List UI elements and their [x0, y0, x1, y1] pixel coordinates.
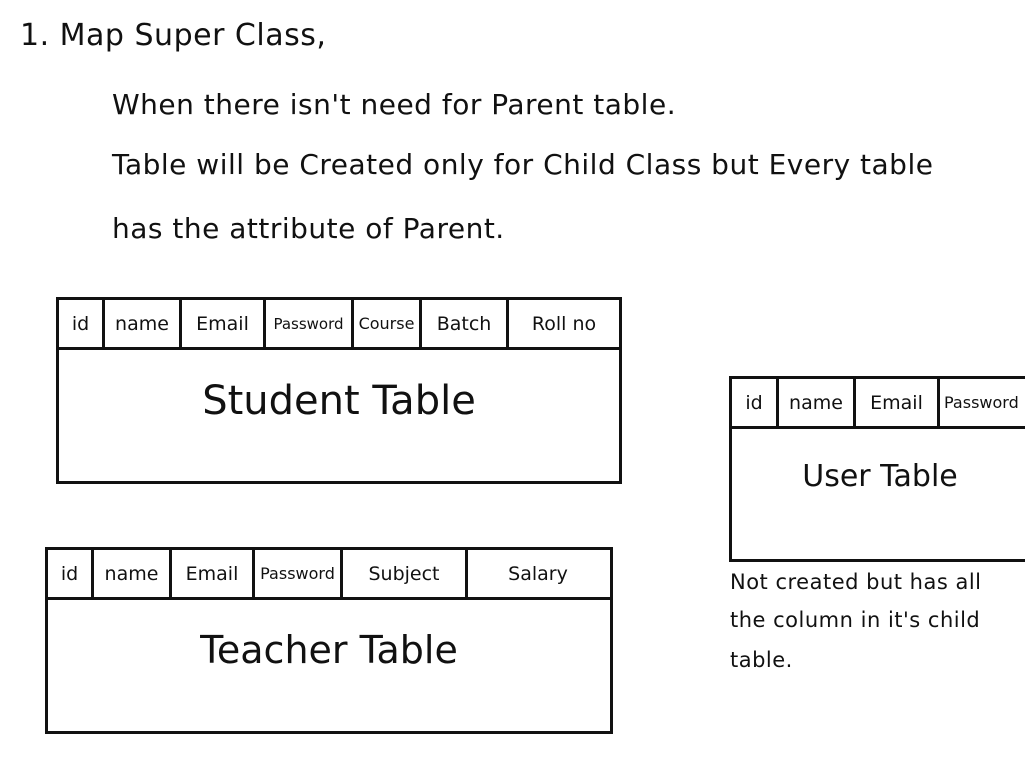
- user-column-password: Password: [944, 393, 1019, 412]
- user-table-note-line-1: Not created but has all: [730, 570, 982, 594]
- description-line-2: Table will be Created only for Child Cla…: [112, 148, 934, 181]
- teacher-column-id: id: [48, 550, 94, 597]
- student-column-email: Email: [182, 300, 266, 347]
- teacher-column-salary: Salary: [508, 562, 568, 585]
- user-table-note-line-3: table.: [730, 648, 793, 672]
- user-column-id: id: [732, 379, 779, 426]
- student-column-roll-no: Roll no: [531, 312, 597, 335]
- section-heading: 1. Map Super Class,: [20, 18, 327, 53]
- student-table-label: Student Table: [202, 378, 476, 424]
- user-column-email: Email: [856, 379, 940, 426]
- user-table-label: User Table: [802, 459, 958, 494]
- description-line-3: has the attribute of Parent.: [112, 212, 505, 245]
- teacher-column-subject: Subject: [343, 550, 468, 597]
- student-column-name: name: [105, 300, 182, 347]
- user-table-header-row: id name Email Password: [732, 379, 1025, 429]
- user-table-note-line-2: the column in it's child: [730, 608, 981, 632]
- user-table: id name Email Password User Table: [729, 376, 1025, 562]
- teacher-column-password: Password: [255, 550, 343, 597]
- teacher-column-email: Email: [172, 550, 255, 597]
- student-column-id: id: [59, 300, 105, 347]
- teacher-table: id name Email Password Subject Salary Te…: [45, 547, 613, 734]
- student-table: id name Email Password Course Batch Roll…: [56, 297, 622, 484]
- student-column-batch: Batch: [422, 300, 509, 347]
- user-column-name: name: [779, 379, 856, 426]
- student-table-header-row: id name Email Password Course Batch Roll…: [59, 300, 619, 350]
- student-column-password: Password: [266, 300, 354, 347]
- teacher-table-header-row: id name Email Password Subject Salary: [48, 550, 610, 600]
- teacher-column-name: name: [94, 550, 172, 597]
- description-line-1: When there isn't need for Parent table.: [112, 88, 677, 121]
- teacher-table-label: Teacher Table: [200, 628, 458, 672]
- student-column-course: Course: [354, 300, 422, 347]
